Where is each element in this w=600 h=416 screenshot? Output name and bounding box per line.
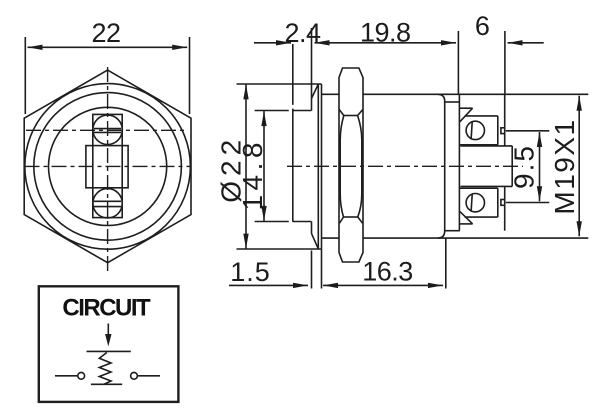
svg-text:M19X1: M19X1 <box>549 118 580 214</box>
svg-text:6: 6 <box>475 11 490 41</box>
svg-text:CIRCUIT: CIRCUIT <box>62 295 151 322</box>
svg-text:2.4: 2.4 <box>284 18 321 48</box>
svg-text:22: 22 <box>91 18 120 48</box>
svg-text:16.3: 16.3 <box>362 257 413 287</box>
svg-text:19.8: 19.8 <box>360 18 411 48</box>
svg-text:14.8: 14.8 <box>237 138 268 211</box>
svg-text:9.5: 9.5 <box>508 144 539 189</box>
svg-text:Ø22: Ø22 <box>215 135 246 203</box>
svg-text:1.5: 1.5 <box>230 257 271 287</box>
